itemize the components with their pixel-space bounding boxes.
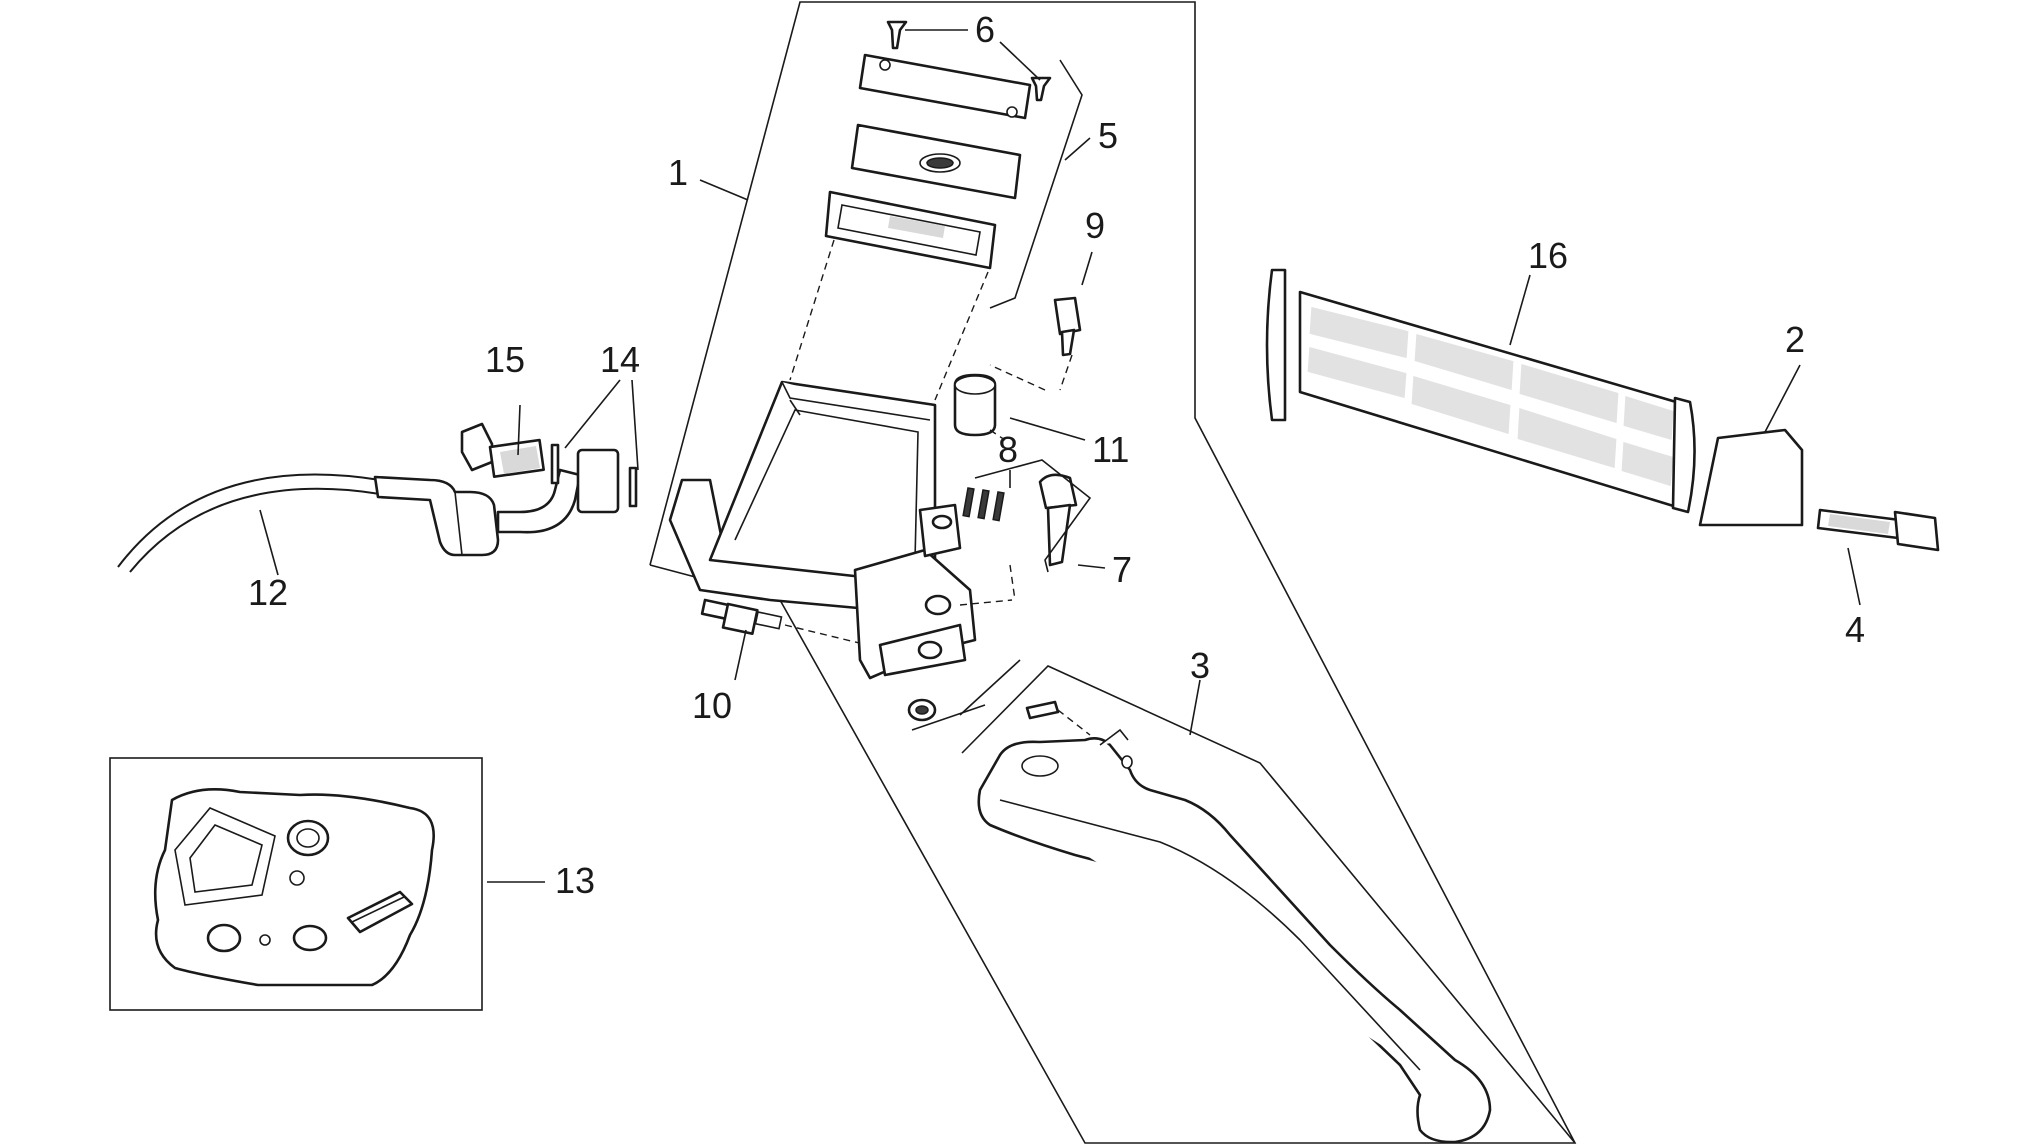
spacer-11 (953, 373, 1006, 441)
callout-4: 4 (1845, 609, 1865, 650)
callout-11: 11 (1092, 429, 1129, 470)
reservoir-cap-5 (789, 53, 1083, 401)
leader-lines (259, 29, 1861, 883)
callout-12: 12 (248, 572, 288, 613)
callout-13: 13 (555, 860, 595, 901)
handlebar-grip-16 (1265, 268, 1696, 514)
brake-lever-3 (961, 665, 1576, 1144)
pivot-screw-9 (989, 296, 1082, 391)
brake-hose-12 (117, 468, 582, 573)
bar-end-weight-2 (1698, 428, 1804, 527)
master-cylinder-body-1 (668, 380, 977, 680)
callout-7: 7 (1112, 549, 1132, 590)
callout-15: 15 (485, 339, 525, 380)
callout-labels: 1 2 3 4 5 6 7 8 9 10 11 12 13 14 15 16 (248, 9, 1865, 901)
banjo-bolt-15 (460, 422, 545, 479)
bolt-7 (959, 459, 1092, 606)
pins-8 (962, 487, 1005, 522)
callout-8: 8 (998, 429, 1018, 470)
callout-16: 16 (1528, 235, 1568, 276)
bleed-screw-10 (700, 598, 881, 649)
callout-10: 10 (692, 685, 732, 726)
callout-3: 3 (1190, 645, 1210, 686)
washer-14 (550, 443, 638, 514)
cap-screw-6 (886, 20, 1052, 102)
nut (907, 659, 1021, 731)
callout-5: 5 (1098, 115, 1118, 156)
callout-9: 9 (1085, 205, 1105, 246)
inset-box-13 (109, 757, 483, 1011)
callout-1: 1 (668, 152, 688, 193)
callout-14: 14 (600, 339, 640, 380)
callout-2: 2 (1785, 319, 1805, 360)
bar-end-screw-4 (1816, 508, 1940, 552)
callout-6: 6 (975, 9, 995, 50)
